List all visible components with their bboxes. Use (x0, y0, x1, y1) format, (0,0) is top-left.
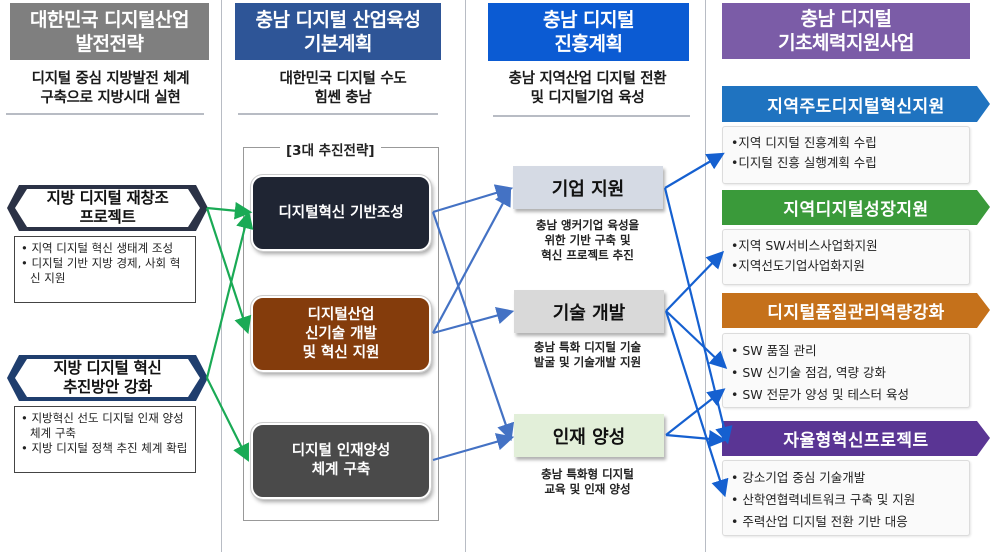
program-item: • SW 품질 관리 (731, 343, 817, 358)
arrow-banner-icon (722, 421, 990, 456)
column-subtitle-national: 디지털 중심 지방발전 체계 구축으로 지방시대 실현 (0, 70, 221, 108)
desc-line: 충남 특화 디지털 기술 (533, 340, 642, 354)
promotion-title: 기업 지원 (551, 178, 625, 200)
program-item: •디지털 진흥 실행계획 수립 (731, 155, 877, 170)
program-item: • 주력산업 디지털 전환 기반 대응 (731, 514, 908, 529)
header-line: 충남 디지털 산업육성 (255, 8, 421, 31)
program-title: 지역주도디지털혁신지원 (767, 96, 945, 117)
desc-line: 충남 특화형 디지털 (541, 467, 634, 481)
national-item-digital-recreation: 지방 디지털 재창조 프로젝트 (5, 183, 210, 233)
column-header-basic-support-program: 충남 디지털 기초체력지원사업 (722, 3, 970, 59)
strategy-label: 및 혁신 지원 (302, 344, 380, 361)
divider (6, 113, 204, 115)
header-line: 충남 디지털 (800, 8, 892, 30)
desc-line: 교육 및 인재 양성 (544, 482, 631, 496)
promotion-desc-business: 충남 앵커기업 육성을 위한 기반 구축 및 혁신 프로젝트 추진 (480, 218, 695, 263)
national-title-line: 지방 디지털 재창조 (46, 189, 169, 207)
program-quality-header: 디지털품질관리역량강화 (722, 293, 990, 328)
program-item: • 강소기업 중심 기술개발 (731, 470, 866, 485)
strategy-label: 디지털 인재양성 (291, 443, 391, 459)
header-line: 발전전략 (75, 32, 144, 55)
column-header-national-strategy: 대한민국 디지털산업 발전전략 (10, 3, 209, 60)
national-bullets-1: • 지역 디지털 혁신 생태계 조성 • 디지털 기반 지방 경제, 사회 혁신… (14, 236, 196, 303)
promotion-title: 인재 양성 (552, 426, 626, 448)
program-item: • 산학연협력네트워크 구축 및 지원 (731, 492, 916, 507)
promotion-title: 기술 개발 (552, 302, 626, 324)
bullet-item: • 지방 디지털 정책 추진 체계 확립 (21, 441, 188, 455)
strategy-label: 신기술 개발 (305, 325, 377, 342)
header-line: 기초체력지원사업 (778, 32, 914, 54)
program-list-autonomous: • 강소기업 중심 기술개발 • 산학연협력네트워크 구축 및 지원 • 주력산… (722, 460, 970, 536)
header-line: 대한민국 디지털산업 (30, 8, 189, 31)
promotion-desc-talent: 충남 특화형 디지털 교육 및 인재 양성 (480, 467, 695, 497)
strategy-frame-title: [3대 추진전략] (280, 139, 381, 159)
arrow-banner-icon (722, 190, 990, 225)
strategy-digital-innovation-foundation: 디지털혁신 기반조성 (250, 174, 432, 252)
program-title: 자율형혁신프로젝트 (783, 431, 929, 451)
program-item: •지역 디지털 진흥계획 수립 (731, 135, 877, 150)
desc-line: 혁신 프로젝트 추진 (541, 248, 634, 262)
national-title-line: 지방 디지털 혁신 (53, 359, 162, 377)
header-line: 기본계획 (304, 32, 372, 55)
subtitle-line: 힘쎈 충남 (314, 90, 372, 106)
program-list-quality: • SW 품질 관리 • SW 신기술 점검, 역량 강화 • SW 전문가 양… (722, 333, 970, 408)
program-autonomous-header: 자율형혁신프로젝트 (722, 421, 990, 456)
subtitle-line: 및 디지털기업 육성 (530, 90, 645, 106)
promotion-business-support: 기업 지원 (513, 166, 663, 209)
arrow-banner-icon (722, 293, 990, 328)
subtitle-line: 디지털 중심 지방발전 체계 (31, 71, 190, 87)
desc-line: 충남 앵커기업 육성을 (535, 218, 640, 232)
arrow-banner-icon (722, 86, 990, 122)
program-regional-growth-header: 지역디지털성장지원 (722, 190, 990, 225)
subtitle-line: 대한민국 디지털 수도 (279, 71, 407, 87)
bullet-item: • 지역 디지털 혁신 생태계 조성 (21, 241, 174, 255)
program-list-regional-growth: •지역 SW서비스사업화지원 •지역선도기업사업화지원 (722, 229, 970, 285)
program-title: 디지털품질관리역량강화 (767, 303, 945, 323)
promotion-talent-development: 인재 양성 (514, 414, 664, 457)
national-title-line: 추진방안 강화 (63, 378, 152, 396)
divider (238, 113, 438, 115)
hexagon-shape-icon (7, 355, 208, 401)
header-line: 충남 디지털 (542, 9, 635, 31)
program-item: •지역 SW서비스사업화지원 (731, 238, 878, 253)
program-item: • SW 전문가 양성 및 테스터 육성 (731, 387, 910, 402)
strategy-label: 체계 구축 (311, 462, 371, 478)
program-item: • SW 신기술 점검, 역량 강화 (731, 365, 887, 380)
promotion-tech-development: 기술 개발 (514, 290, 664, 333)
program-regional-innovation-header: 지역주도디지털혁신지원 (722, 86, 990, 122)
column-header-chungnam-basic-plan: 충남 디지털 산업육성 기본계획 (235, 3, 441, 60)
divider (493, 115, 690, 117)
column-subtitle-basic-plan: 대한민국 디지털 수도 힘쎈 충남 (221, 70, 465, 108)
strategy-label: 디지털산업 (307, 306, 375, 323)
hexagon-shape-icon (7, 185, 208, 231)
strategy-talent-system: 디지털 인재양성 체계 구축 (250, 422, 432, 500)
bullet-item: • 디지털 기반 지방 경제, 사회 혁신 지원 (21, 256, 181, 285)
promotion-desc-tech: 충남 특화 디지털 기술 발굴 및 기술개발 지원 (480, 340, 695, 370)
program-list-regional-innovation: •지역 디지털 진흥계획 수립 •디지털 진흥 실행계획 수립 (722, 126, 970, 184)
program-title: 지역디지털성장지원 (783, 200, 929, 220)
column-subtitle-promotion: 충남 지역산업 디지털 전환 및 디지털기업 육성 (465, 70, 710, 108)
national-title-line: 프로젝트 (79, 208, 136, 226)
header-line: 진흥계획 (554, 33, 623, 55)
bullet-item: • 지방혁신 선도 디지털 인재 양성 체계 구축 (21, 411, 184, 440)
national-bullets-2: • 지방혁신 선도 디지털 인재 양성 체계 구축 • 지방 디지털 정책 추진… (14, 406, 196, 473)
desc-line: 발굴 및 기술개발 지원 (533, 355, 642, 369)
column-header-promotion-plan: 충남 디지털 진흥계획 (488, 3, 689, 61)
strategy-new-tech-development: 디지털산업 신기술 개발 및 혁신 지원 (250, 295, 432, 373)
strategy-label: 디지털혁신 기반조성 (278, 204, 404, 221)
subtitle-line: 충남 지역산업 디지털 전환 (508, 71, 667, 87)
program-item: •지역선도기업사업화지원 (731, 258, 865, 273)
desc-line: 위한 기반 구축 및 (544, 233, 631, 247)
national-item-innovation-strengthen: 지방 디지털 혁신 추진방안 강화 (5, 353, 210, 403)
subtitle-line: 구축으로 지방시대 실현 (40, 90, 181, 106)
